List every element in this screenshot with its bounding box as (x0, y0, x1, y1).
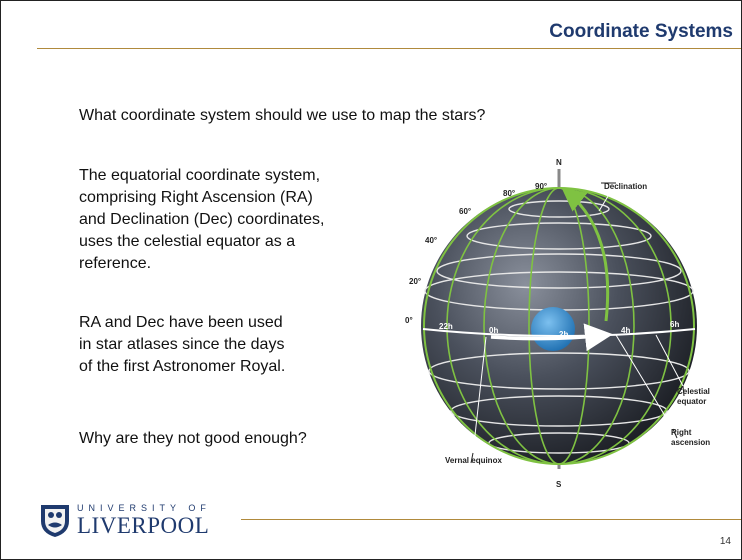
footer-rule (241, 519, 741, 520)
south-pole-label: S (556, 480, 562, 489)
slide-title: Coordinate Systems (549, 21, 733, 42)
lat-label-20: 20° (409, 277, 421, 286)
lat-label-0: 0° (405, 316, 413, 325)
logo-university-of: UNIVERSITY OF (77, 503, 211, 513)
paragraph-history: RA and Dec have been used in star atlase… (79, 312, 379, 378)
paragraph-equatorial: The equatorial coordinate system, compri… (79, 165, 379, 275)
earth (531, 307, 575, 351)
paragraph-line: and Declination (Dec) coordinates, (79, 211, 325, 228)
header-rule (37, 48, 741, 49)
paragraph-line: The equatorial coordinate system, (79, 167, 321, 184)
paragraph-line: uses the celestial equator as a (79, 233, 296, 250)
north-pole-label: N (556, 158, 562, 167)
ra-label-22h: 22h (439, 322, 453, 331)
leader-lines (472, 182, 684, 454)
celestial-equator-label: Celestial equator (677, 387, 712, 406)
paragraph-line: of the first Astronomer Royal. (79, 358, 286, 375)
right-ascension-arrow (490, 323, 613, 352)
declination-arc (561, 187, 610, 322)
vernal-equinox-label: Vernal equinox (445, 456, 502, 465)
right-ascension-label: Right ascension (671, 428, 710, 447)
celestial-sphere-diagram: N S 0° 20° 40° 60° 80° 90° 22h 0h 2h 4h … (405, 158, 712, 489)
logo-liverpool: LIVERPOOL (77, 513, 210, 538)
ra-label-6h: 6h (670, 320, 679, 329)
ra-label-0h: 0h (489, 326, 498, 335)
page-number: 14 (719, 536, 731, 547)
paragraph-line: RA and Dec have been used (79, 314, 283, 331)
lat-label-60: 60° (459, 207, 471, 216)
paragraph-line: in star atlases since the days (79, 336, 285, 353)
lat-label-40: 40° (425, 236, 437, 245)
university-crest-logo (41, 505, 69, 537)
celestial-equator (422, 328, 696, 337)
lat-label-90: 90° (535, 182, 547, 191)
paragraph-line: reference. (79, 255, 152, 272)
ra-label-4h: 4h (621, 326, 630, 335)
ra-label-2h: 2h (559, 330, 568, 339)
paragraph-question: Why are they not good enough? (79, 430, 307, 447)
paragraph-line: comprising Right Ascension (RA) (79, 189, 313, 206)
declination-label: Declination (604, 182, 647, 191)
lat-label-80: 80° (503, 189, 515, 198)
question-text: What coordinate system should we use to … (79, 107, 486, 124)
